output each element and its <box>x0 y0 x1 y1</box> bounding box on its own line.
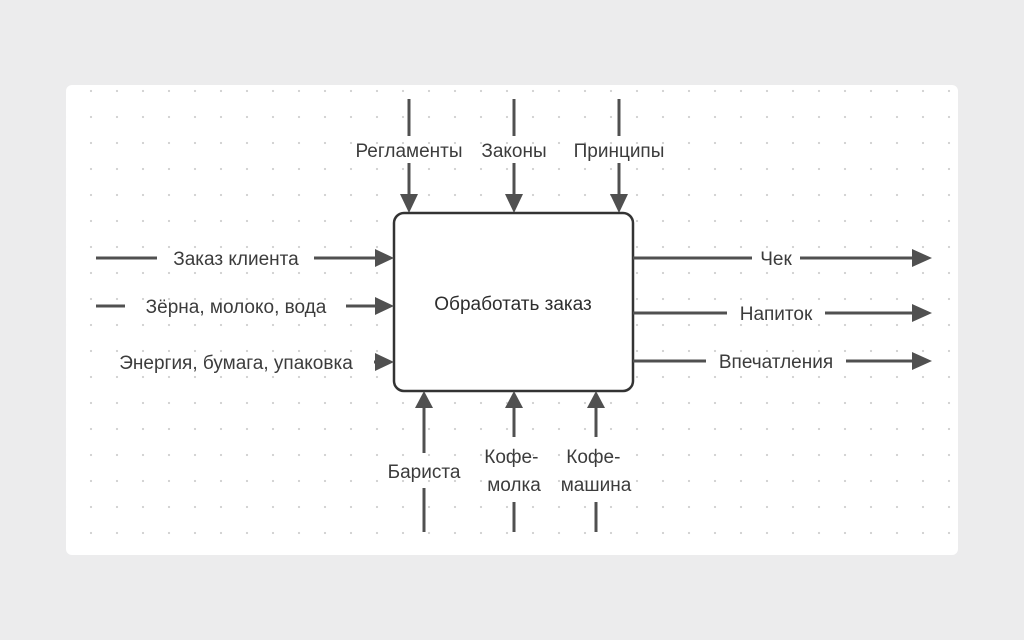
mechanism-arrow-coffee-machine[interactable] <box>587 391 605 532</box>
output-arrow-drink[interactable] <box>633 304 932 322</box>
process-box[interactable] <box>392 211 635 393</box>
input-label-order: Заказ клиента <box>173 249 299 270</box>
output-label-impressions: Впечатления <box>719 352 833 373</box>
mechanism-arrow-grinder[interactable] <box>505 391 523 532</box>
control-label-laws: Законы <box>481 141 546 162</box>
input-label-resources: Энергия, бумага, упаковка <box>119 353 353 374</box>
output-arrow-receipt[interactable] <box>633 249 932 267</box>
control-arrow-laws[interactable] <box>505 99 523 213</box>
control-arrow-reglaments[interactable] <box>400 99 418 213</box>
input-arrow-ingredients[interactable] <box>96 297 394 315</box>
input-label-ingredients: Зёрна, молоко, вода <box>146 297 327 318</box>
control-label-reglaments: Регламенты <box>355 141 462 162</box>
mechanism-label-grinder: Кофе- молка <box>484 447 543 496</box>
output-label-receipt: Чек <box>760 249 792 270</box>
mechanism-label-barista: Бариста <box>388 462 461 483</box>
output-arrow-impressions[interactable] <box>633 352 932 370</box>
control-arrow-principles[interactable] <box>610 99 628 213</box>
output-label-drink: Напиток <box>740 304 813 325</box>
input-arrow-resources[interactable] <box>374 353 394 371</box>
input-arrow-order[interactable] <box>96 249 394 267</box>
mechanism-label-coffee-machine: Кофе- машина <box>561 447 632 496</box>
process-label: Обработать заказ <box>434 294 591 315</box>
mechanism-arrow-barista[interactable] <box>415 391 433 532</box>
control-label-principles: Принципы <box>574 141 665 162</box>
